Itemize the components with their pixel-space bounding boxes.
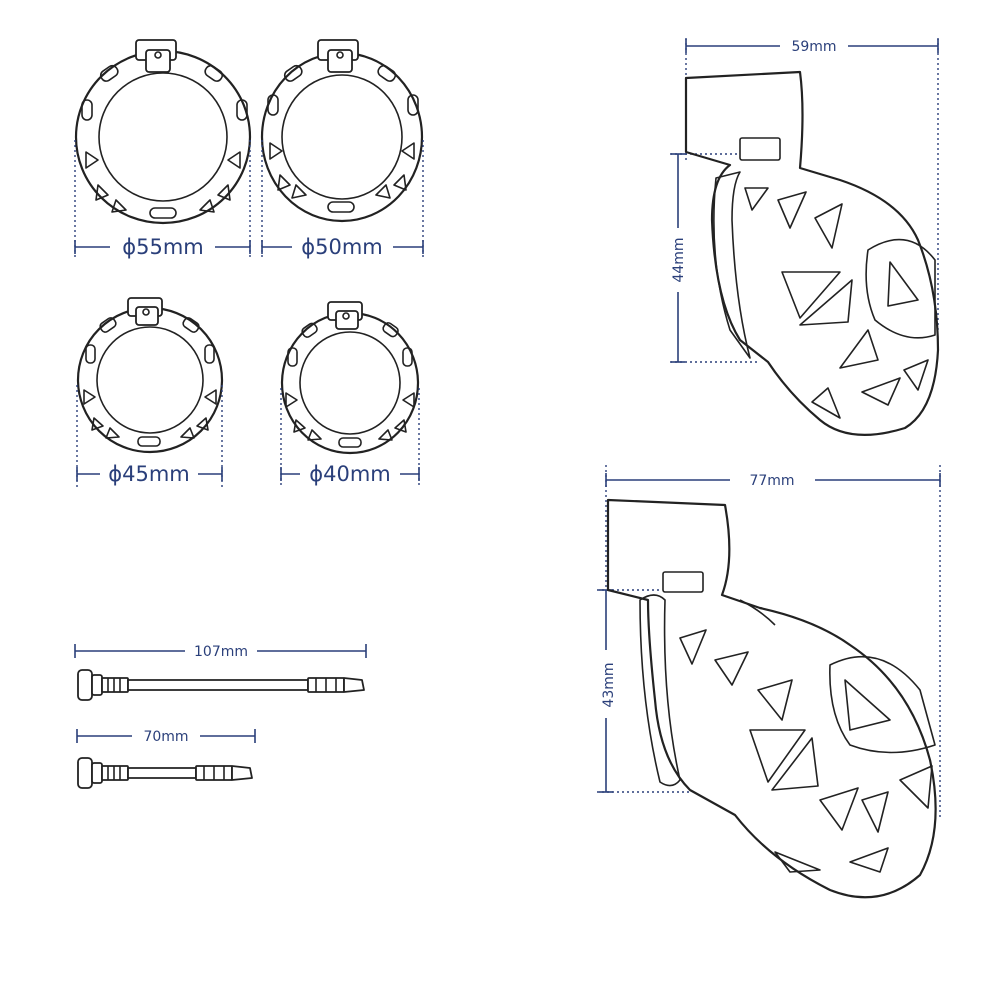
ring-45mm-lock-icon	[127, 297, 163, 326]
ring-55mm: ϕ55mm	[74, 39, 252, 260]
pin-107mm: 107mm	[74, 644, 367, 701]
cage-small-width-label: 59mm	[791, 39, 836, 55]
ring-55mm-label: ϕ55mm	[122, 235, 204, 259]
cage-small: 59mm 44mm	[670, 38, 940, 436]
cage-small-height-label: 44mm	[671, 237, 687, 282]
ring-50mm-label: ϕ50mm	[301, 235, 383, 259]
pin-70mm-label: 70mm	[143, 729, 188, 745]
ring-55mm-lock-icon	[135, 39, 177, 73]
ring-50mm: ϕ50mm	[260, 39, 424, 260]
pin-107mm-label: 107mm	[194, 644, 248, 660]
cage-large: 77mm 43mm	[597, 465, 941, 899]
ring-45mm: ϕ45mm	[76, 297, 224, 487]
cage-large-height-label: 43mm	[601, 662, 617, 707]
pin-70mm: 70mm	[76, 729, 256, 789]
ring-50mm-lock-icon	[317, 39, 359, 73]
ring-40mm-lock-icon	[327, 301, 363, 330]
cage-large-width-label: 77mm	[749, 473, 794, 489]
ring-40mm: ϕ40mm	[280, 301, 420, 487]
ring-45mm-label: ϕ45mm	[108, 462, 190, 486]
ring-40mm-label: ϕ40mm	[309, 462, 391, 486]
